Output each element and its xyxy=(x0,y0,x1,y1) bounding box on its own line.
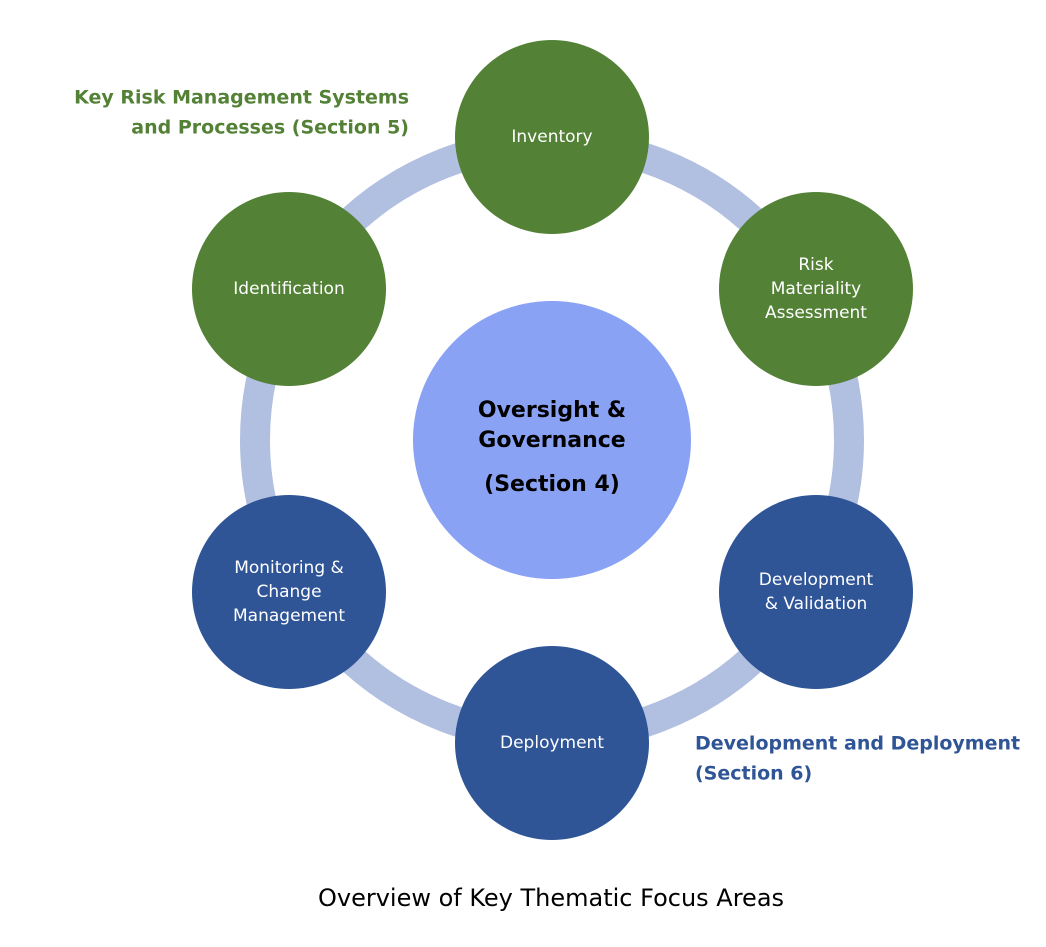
node-inventory: Inventory xyxy=(455,40,649,234)
group-label-risk-management-line-2: and Processes (Section 5) xyxy=(131,117,409,139)
group-label-risk-management-line-1: Key Risk Management Systems xyxy=(74,87,409,109)
group-label-risk-management: Key Risk Management Systems and Processe… xyxy=(74,87,409,139)
center-node: Oversight & Governance (Section 4) xyxy=(413,301,691,579)
node-risk-materiality-assessment-label-line-2: Materiality xyxy=(771,279,862,299)
node-risk-materiality-assessment-label-line-3: Assessment xyxy=(765,303,867,323)
group-label-development-deployment-line-2: (Section 6) xyxy=(695,763,812,785)
node-identification-circle xyxy=(192,192,386,386)
node-risk-materiality-assessment: Risk Materiality Assessment xyxy=(719,192,913,386)
center-circle xyxy=(413,301,691,579)
center-label-line-1: Oversight & xyxy=(478,398,626,423)
node-deployment-label: Deployment xyxy=(500,733,604,753)
group-label-development-deployment: Development and Deployment (Section 6) xyxy=(695,733,1020,785)
node-identification-label: Identification xyxy=(233,279,344,299)
center-label-line-3: (Section 4) xyxy=(484,472,620,497)
node-deployment: Deployment xyxy=(455,646,649,840)
node-inventory-circle xyxy=(455,40,649,234)
node-inventory-label: Inventory xyxy=(511,127,592,147)
node-risk-materiality-assessment-label-line-1: Risk xyxy=(798,255,833,275)
diagram-caption: Overview of Key Thematic Focus Areas xyxy=(318,884,784,912)
node-risk-materiality-assessment-circle xyxy=(719,192,913,386)
node-deployment-circle xyxy=(455,646,649,840)
node-development-validation-label-line-1: Development xyxy=(759,570,874,590)
center-label-line-2: Governance xyxy=(478,428,625,453)
node-monitoring-change-management: Monitoring & Change Management xyxy=(192,495,386,689)
node-monitoring-change-management-label-line-3: Management xyxy=(233,606,345,626)
node-development-validation-circle xyxy=(719,495,913,689)
node-monitoring-change-management-circle xyxy=(192,495,386,689)
node-development-validation: Development & Validation xyxy=(719,495,913,689)
node-development-validation-label-line-2: & Validation xyxy=(765,594,868,614)
node-identification: Identification xyxy=(192,192,386,386)
node-monitoring-change-management-label-line-2: Change xyxy=(256,582,321,602)
group-label-development-deployment-line-1: Development and Deployment xyxy=(695,733,1020,755)
node-monitoring-change-management-label-line-1: Monitoring & xyxy=(234,558,344,578)
